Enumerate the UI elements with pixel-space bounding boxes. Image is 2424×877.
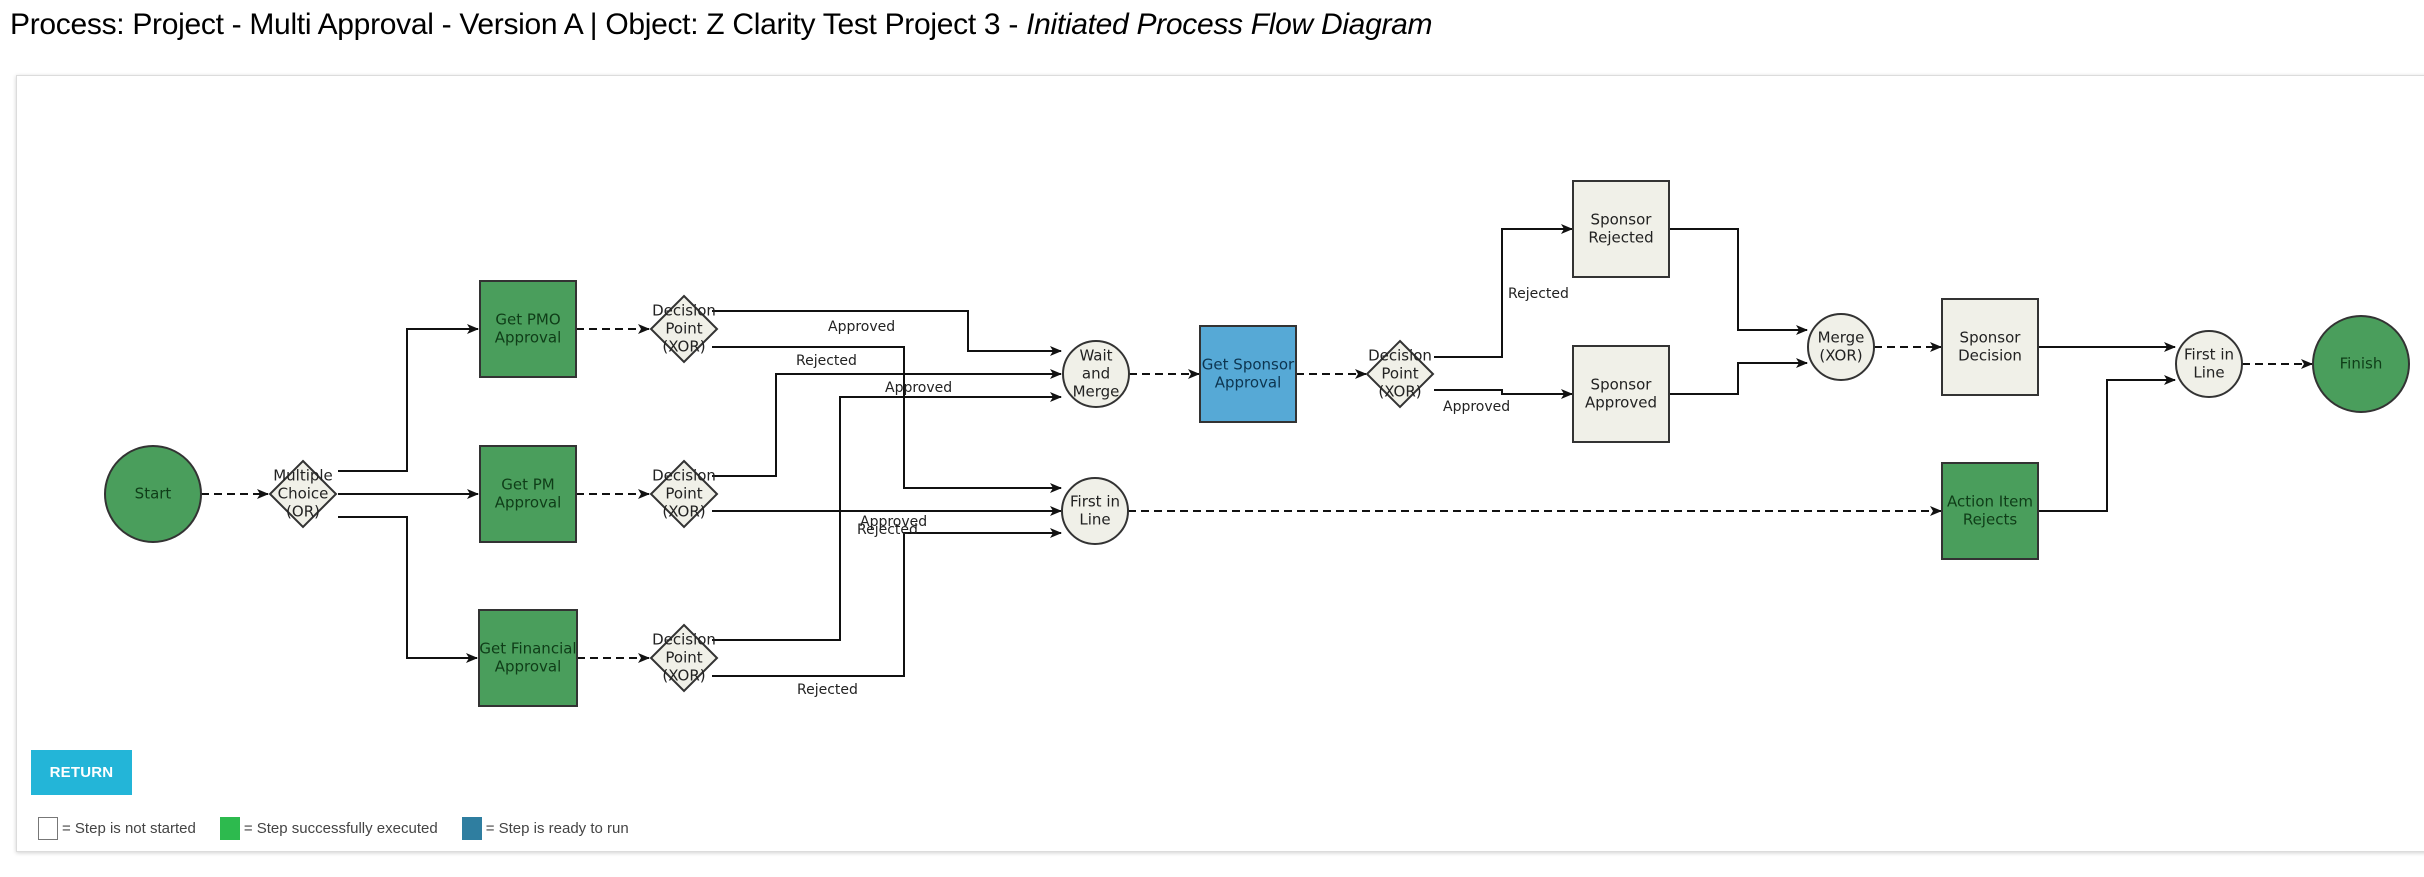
node-label: (XOR) bbox=[662, 667, 705, 685]
edge-dp1-rejected bbox=[712, 346, 1062, 493]
node-label: Decision bbox=[1368, 347, 1432, 365]
node-label: Decision bbox=[652, 467, 716, 485]
node-label: Merge bbox=[1073, 383, 1120, 401]
node-label: Wait bbox=[1079, 347, 1112, 365]
page-title-main: Process: Project - Multi Approval - Vers… bbox=[10, 8, 1027, 41]
node-label: Sponsor bbox=[1960, 329, 2022, 347]
node-label: Line bbox=[1079, 511, 1110, 529]
edge-label-dp1-approved: Approved bbox=[828, 319, 895, 335]
legend-executed: = Step successfully executed bbox=[219, 816, 438, 840]
node-label: First in bbox=[1070, 493, 1120, 511]
node-label: Approved bbox=[1585, 394, 1657, 412]
edge-dp4-rejected bbox=[1434, 224, 1573, 358]
node-label: Approval bbox=[495, 329, 562, 347]
node-label: Get Financial bbox=[479, 640, 576, 658]
node-label: Merge bbox=[1818, 329, 1865, 347]
node-label: Approval bbox=[1215, 374, 1282, 392]
node-label: Action Item bbox=[1947, 493, 2033, 511]
page-title-sub: Initiated Process Flow Diagram bbox=[1026, 8, 1433, 41]
ready-swatch-icon bbox=[461, 816, 482, 840]
node-label: Rejected bbox=[1588, 229, 1653, 247]
node-label: Sponsor bbox=[1591, 211, 1653, 229]
edge-mc-pmo bbox=[338, 324, 479, 472]
legend-not-started: = Step is not started bbox=[38, 816, 196, 840]
return-button[interactable]: RETURN bbox=[31, 750, 132, 795]
edge-label-dp3-approved: Approved bbox=[885, 380, 952, 396]
edge-label-dp4-rejected: Rejected bbox=[1508, 286, 1569, 302]
node-label: (XOR) bbox=[1378, 383, 1421, 401]
node-merge-xor[interactable]: Merge(XOR) bbox=[1807, 313, 1875, 381]
node-label: and bbox=[1082, 365, 1110, 383]
node-label: Rejects bbox=[1963, 511, 2018, 529]
node-label: Get Sponsor bbox=[1202, 356, 1295, 374]
node-label: Sponsor bbox=[1591, 376, 1653, 394]
edge-label-dp2-rejected: Rejected bbox=[857, 522, 918, 538]
node-label: (OR) bbox=[286, 503, 320, 521]
edge-label-dp1-rejected: Rejected bbox=[796, 353, 857, 369]
node-label: Approval bbox=[495, 658, 562, 676]
edge-dp2-rejected bbox=[712, 369, 1062, 477]
node-label: Point bbox=[665, 649, 702, 667]
edge-sprej-merge bbox=[1669, 228, 1808, 335]
not-started-swatch-icon bbox=[38, 816, 58, 840]
node-label: Get PMO bbox=[495, 311, 560, 329]
edge-dp4-approved bbox=[1434, 389, 1573, 399]
edge-label-dp4-approved: Approved bbox=[1443, 399, 1510, 415]
node-label: Point bbox=[665, 485, 702, 503]
edge-dp1-approved bbox=[712, 310, 1062, 356]
edge-label-dp3-rejected: Rejected bbox=[797, 682, 858, 698]
edge-dp3-approved bbox=[712, 392, 1062, 641]
node-label: Decision bbox=[652, 302, 716, 320]
node-start[interactable]: Start bbox=[104, 445, 202, 543]
node-label: Approval bbox=[495, 494, 562, 512]
edge-label-dp2-approved: Approved bbox=[860, 514, 927, 530]
node-label: Point bbox=[1381, 365, 1418, 383]
node-label: Start bbox=[135, 485, 172, 503]
node-label: (XOR) bbox=[662, 503, 705, 521]
edge-spapp-merge bbox=[1669, 358, 1808, 395]
edges bbox=[201, 224, 2313, 677]
executed-swatch-icon bbox=[219, 816, 240, 840]
legend-label: = Step is ready to run bbox=[485, 819, 629, 837]
legend: = Step is not started = Step successfull… bbox=[38, 815, 653, 841]
node-label: Multiple bbox=[273, 467, 333, 485]
page-title: Process: Project - Multi Approval - Vers… bbox=[10, 8, 1433, 42]
node-finish[interactable]: Finish bbox=[2312, 315, 2410, 413]
legend-label: = Step is not started bbox=[62, 819, 196, 837]
node-label: Decision bbox=[1958, 347, 2022, 365]
edge-mc-fin bbox=[338, 516, 478, 663]
node-label: Line bbox=[2193, 364, 2224, 382]
node-label: (XOR) bbox=[662, 338, 705, 356]
node-label: Get PM bbox=[501, 476, 555, 494]
edge-dp3-rejected bbox=[712, 528, 1062, 677]
edge-labels: ApprovedRejectedApprovedRejectedApproved… bbox=[796, 286, 1569, 698]
edge-action-fl2 bbox=[2038, 375, 2176, 512]
node-label: Point bbox=[665, 320, 702, 338]
node-label: Decision bbox=[652, 631, 716, 649]
node-label: Finish bbox=[2340, 355, 2383, 373]
legend-ready: = Step is ready to run bbox=[461, 816, 629, 840]
legend-label: = Step successfully executed bbox=[243, 819, 438, 837]
node-label: (XOR) bbox=[1819, 347, 1862, 365]
node-label: Choice bbox=[278, 485, 329, 503]
node-label: First in bbox=[2184, 346, 2234, 364]
